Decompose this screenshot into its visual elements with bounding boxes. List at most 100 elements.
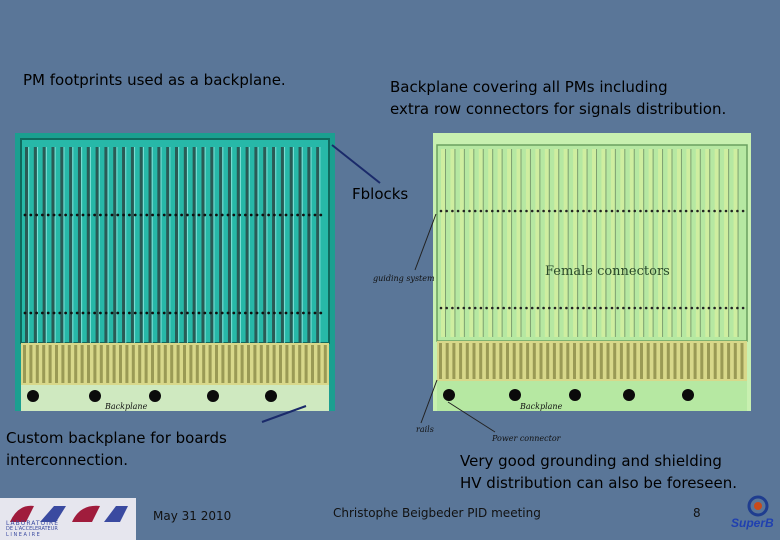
left-board-pin <box>133 311 137 315</box>
left-board-strip-highlight <box>319 147 321 343</box>
right-board-pin <box>451 209 454 213</box>
right-board-pin <box>587 306 591 310</box>
left-board-connector-pin <box>48 345 52 383</box>
right-board-strip-edge <box>445 149 446 337</box>
right-board-pin <box>656 209 659 213</box>
right-board-pin <box>553 306 557 310</box>
left-board-pin <box>255 311 259 315</box>
right-board-pin <box>548 306 551 310</box>
left-board-strip-highlight <box>187 147 189 343</box>
right-board-pin <box>650 306 654 310</box>
right-board-connector-pin <box>552 343 556 379</box>
right-board-connector-pin <box>727 343 731 379</box>
right-board-connector-pin <box>693 343 697 379</box>
left-board-strip-highlight <box>116 147 118 343</box>
right-board-strip <box>582 149 587 337</box>
left-board-connector-pin <box>215 345 218 383</box>
right-board-connector-pin <box>653 343 657 379</box>
left-board-pin <box>41 311 44 315</box>
left-board-strip <box>254 147 258 343</box>
right-board-strip <box>724 149 729 337</box>
left-board-connector-pin <box>144 345 148 383</box>
left-board-strip-highlight <box>169 147 171 343</box>
right-board-pin <box>508 209 511 213</box>
left-board-strip <box>201 147 205 343</box>
right-board-connector-pin <box>532 343 536 379</box>
right-board-pin <box>570 306 574 310</box>
right-board-pin <box>656 306 659 310</box>
left-board-pin <box>35 213 38 217</box>
left-board-connector-pin <box>285 345 289 383</box>
left-board-pin <box>232 311 236 315</box>
left-board-pin <box>168 213 172 217</box>
right-board-strip <box>714 149 719 337</box>
left-board-mounting-hole <box>207 390 219 402</box>
left-board-strip <box>60 147 64 343</box>
right-board-pin <box>559 209 562 213</box>
left-board-connector-pin <box>253 345 257 383</box>
right-board-pin <box>662 306 665 310</box>
right-board-pin <box>530 306 534 310</box>
left-board-pin <box>52 311 56 315</box>
left-board-pin <box>75 213 79 217</box>
left-board-pin <box>116 213 120 217</box>
left-board-pin <box>58 311 62 315</box>
left-board-connector-pin <box>87 345 90 383</box>
left-board-strip-highlight <box>45 147 47 343</box>
right-board-pin <box>741 209 745 213</box>
left-board-strip-highlight <box>160 147 162 343</box>
right-board-pin <box>565 209 568 213</box>
rails-pointer <box>420 379 438 424</box>
left-board-pin <box>104 311 108 315</box>
footer-date: May 31 2010 <box>153 509 232 523</box>
left-board-pin <box>296 311 299 315</box>
left-board-pin <box>191 213 195 217</box>
right-backplane-photo <box>433 133 751 411</box>
right-caption-line-1: Backplane covering all PMs including <box>390 78 668 96</box>
right-board-strip <box>686 149 691 337</box>
right-board-pin <box>445 209 448 213</box>
right-board-connector-pin <box>680 343 684 379</box>
left-board-pin <box>75 311 79 315</box>
right-board-pin <box>548 209 551 213</box>
right-board-pin <box>502 306 505 310</box>
right-board-strip-edge <box>473 149 475 337</box>
right-board-strip-edge <box>633 149 635 337</box>
right-board-strip <box>610 149 615 337</box>
left-board-strip <box>210 147 214 343</box>
right-board-pin <box>605 306 608 310</box>
left-board-pin <box>319 213 323 217</box>
right-board-strip <box>441 149 445 337</box>
left-board-pin <box>157 311 160 315</box>
custom-backplane-line-2: interconnection. <box>6 451 129 469</box>
right-board-pin <box>650 209 654 213</box>
left-board-connector-pin <box>202 345 206 383</box>
right-board-connector-pin <box>599 343 603 379</box>
left-board-pin <box>273 311 276 315</box>
footer-author: Christophe Beigbeder PID meeting <box>333 506 541 520</box>
left-board-mounting-hole <box>265 390 277 402</box>
left-board-pin <box>249 213 253 217</box>
right-board-pin <box>690 306 694 310</box>
right-board-strip <box>705 149 710 337</box>
left-board-pin <box>261 311 265 315</box>
left-board-strip <box>175 147 178 343</box>
left-board-strip-highlight <box>204 147 206 343</box>
right-board-connector-pin <box>492 343 496 379</box>
right-board-connector-pin <box>526 343 530 379</box>
left-board-pin <box>133 213 137 217</box>
right-board-pin <box>639 306 642 310</box>
left-board-pin <box>278 311 282 315</box>
power-connector-pointer <box>447 401 496 433</box>
right-board-pin <box>633 209 637 213</box>
left-board-strip-highlight <box>248 147 250 343</box>
right-board-connector-pin <box>646 343 650 379</box>
left-board-mounting-hole <box>89 390 101 402</box>
left-board-pin <box>307 213 311 217</box>
right-board-strip <box>544 149 549 337</box>
right-board-pin <box>456 306 460 310</box>
left-board-connector-row <box>21 343 329 385</box>
left-board-connector-pin <box>74 345 78 383</box>
right-board-pin <box>701 209 705 213</box>
right-board-strip-edge <box>520 149 522 337</box>
